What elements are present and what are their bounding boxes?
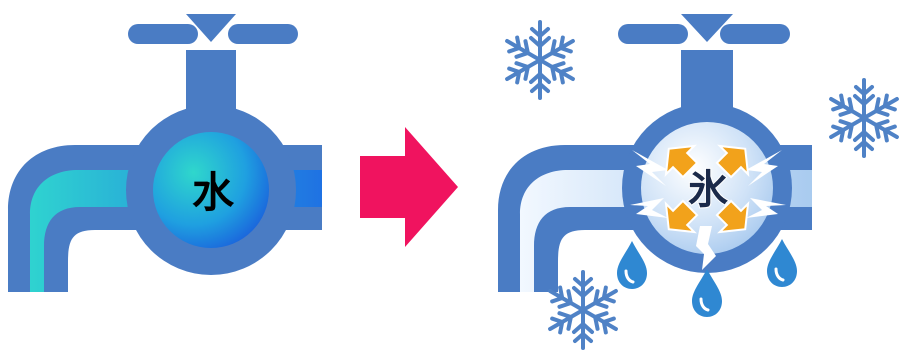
faucet-handle-right	[228, 24, 298, 44]
water-drop-icon	[765, 237, 799, 289]
faucet-icon-left: 水	[8, 14, 322, 292]
water-label: 水	[192, 168, 235, 217]
faucet-handle-left-frozen	[618, 24, 688, 44]
right-arrow-icon	[360, 127, 458, 247]
snowflake-icon	[827, 80, 902, 156]
faucet-handle-right-frozen	[720, 24, 790, 44]
faucet-icon-right: 氷	[498, 14, 812, 319]
ice-label: 氷	[688, 167, 728, 213]
faucet-handle-left	[128, 24, 198, 44]
water-bulb-left	[153, 132, 269, 248]
faucet-valve-top-frozen	[681, 14, 733, 42]
water-drop-icon	[690, 267, 724, 319]
crack-icon	[630, 150, 786, 270]
water-drop-icon	[615, 239, 649, 291]
snowflake-icon	[503, 22, 578, 98]
faucet-valve-top	[186, 14, 236, 42]
